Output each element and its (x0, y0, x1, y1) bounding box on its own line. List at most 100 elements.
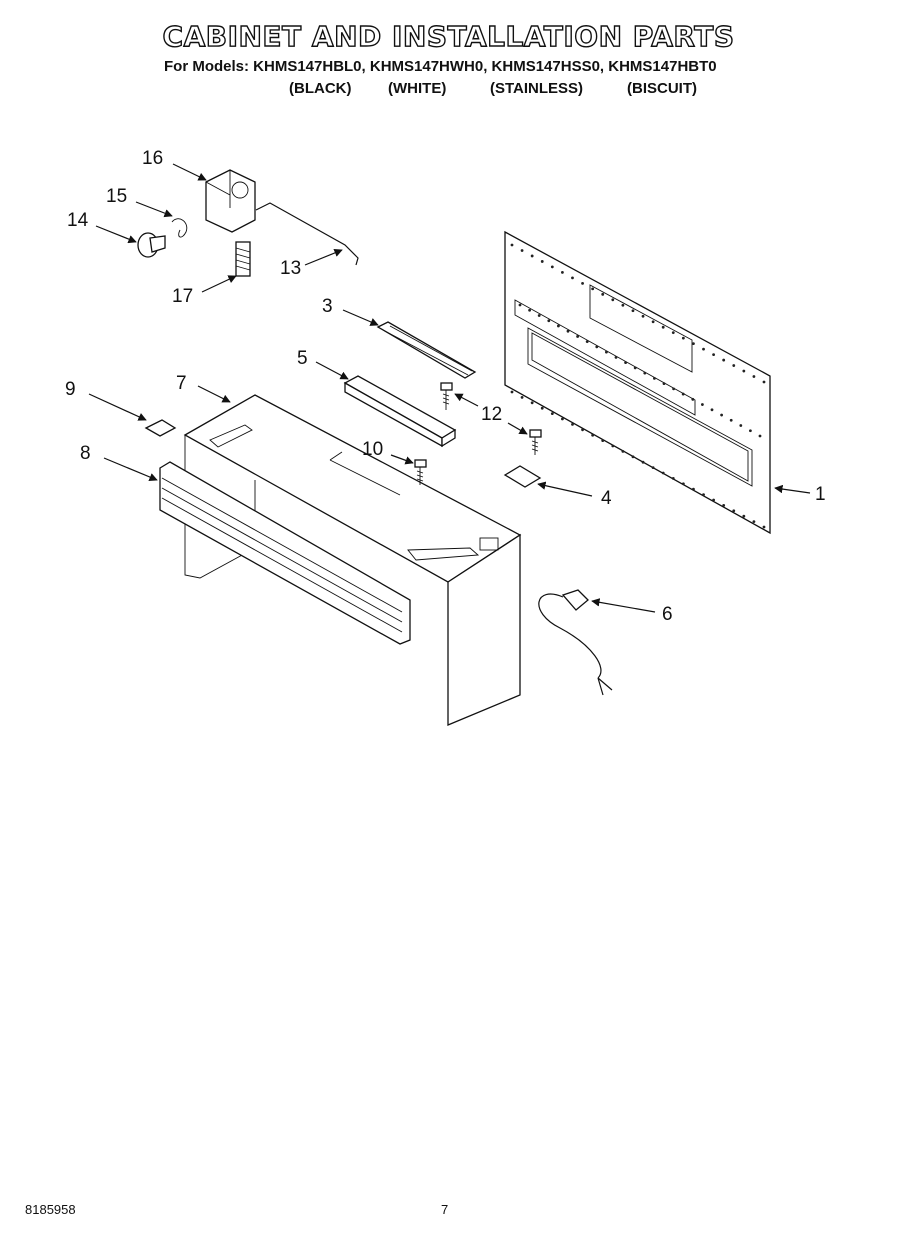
callout-6: 6 (662, 604, 673, 625)
callout-1: 1 (815, 484, 826, 505)
plate-hole (672, 387, 675, 391)
plate-hole (591, 433, 595, 437)
plate-hole (739, 424, 743, 427)
leader-7 (197, 385, 231, 403)
plate-hole (691, 397, 695, 401)
leader-17 (201, 275, 237, 293)
plate-hole (661, 471, 665, 475)
plate-hole (571, 276, 574, 280)
leader-15 (135, 201, 173, 218)
callout-12: 12 (481, 404, 502, 425)
leader-14 (95, 225, 137, 244)
mounting-plate (504, 230, 771, 535)
plate-hole (681, 336, 685, 340)
callout-17: 17 (172, 286, 193, 307)
top-strip (376, 321, 477, 379)
plate-hole (671, 477, 675, 480)
page-number: 7 (441, 1202, 449, 1217)
plate-hole (557, 324, 560, 328)
color-label-biscuit: (BISCUIT) (627, 80, 697, 97)
plate-hole (651, 320, 655, 324)
page-title: CABINET AND INSTALLATION PARTS (162, 19, 735, 53)
plate-hole (661, 325, 665, 329)
document-code: 8185958 (25, 1202, 76, 1217)
plate-hole (550, 265, 554, 269)
plate-hole (641, 460, 645, 464)
plate-hole (653, 376, 656, 380)
callout-10: 10 (362, 439, 383, 460)
clip-part (503, 465, 542, 488)
callout-9: 9 (65, 379, 76, 400)
plate-hole (722, 358, 726, 362)
plate-hole (591, 287, 595, 291)
color-label-stainless: (STAINLESS) (490, 80, 584, 97)
leader-12b (507, 422, 528, 435)
plate-hole (712, 353, 715, 356)
plate-hole (528, 308, 531, 312)
plate-hole (722, 504, 726, 507)
plate-hole (732, 509, 736, 513)
callout-4: 4 (601, 488, 612, 509)
plate-hole (611, 444, 615, 448)
plate-hole (651, 466, 655, 469)
callout-15: 15 (106, 186, 127, 207)
plate-hole (624, 361, 627, 365)
color-label-black: (BLACK) (289, 80, 352, 97)
plate-hole (701, 403, 704, 406)
power-cord (538, 589, 613, 696)
channel-bracket (343, 375, 457, 448)
callout-5: 5 (297, 348, 308, 369)
plate-hole (595, 345, 599, 349)
plate-hole (550, 412, 554, 415)
leader-1 (774, 484, 811, 494)
leader-8 (103, 457, 158, 481)
plate-hole (692, 487, 695, 491)
plate-hole (621, 303, 625, 307)
callout-16: 16 (142, 148, 163, 169)
color-label-white: (WHITE) (388, 80, 447, 97)
plate-hole (621, 450, 625, 453)
plate-hole (585, 340, 589, 344)
plate-hole (611, 298, 615, 302)
support-rod (255, 202, 359, 266)
plate-hole (752, 520, 756, 523)
plate-hole (641, 314, 645, 318)
plate-hole (692, 342, 695, 346)
plate-hole (510, 243, 514, 247)
leader-4 (537, 481, 593, 497)
plate-hole (520, 249, 524, 252)
plate-hole (758, 434, 762, 438)
screw-12b (529, 429, 542, 455)
plate-hole (540, 260, 544, 263)
callout-8: 8 (80, 443, 91, 464)
plate-hole (576, 335, 579, 338)
plate-hole (614, 356, 618, 359)
plate-hole (729, 418, 733, 422)
screw-10 (414, 459, 427, 485)
plate-hole (510, 390, 514, 394)
plate-hole (518, 303, 522, 307)
plate-hole (681, 392, 685, 396)
plate-hole (702, 493, 705, 496)
plate-hole (530, 254, 534, 258)
callout-3: 3 (322, 296, 333, 317)
plate-hole (605, 350, 608, 354)
callout-13: 13 (280, 258, 301, 279)
hinge-bracket (205, 169, 256, 233)
plate-hole (742, 514, 746, 518)
plate-hole (752, 375, 756, 378)
leader-3 (342, 309, 379, 326)
plate-hole (662, 382, 666, 385)
leader-10 (390, 454, 414, 465)
plate-hole (671, 331, 675, 335)
plate-hole (681, 482, 685, 486)
knob-part (137, 232, 166, 258)
plate-hole (631, 309, 635, 313)
screw-12a (440, 382, 453, 410)
retaining-ring (171, 218, 188, 238)
plate-hole (547, 319, 551, 323)
plate-hole (571, 423, 574, 426)
plate-hole (710, 408, 714, 412)
leader-6 (591, 598, 656, 613)
